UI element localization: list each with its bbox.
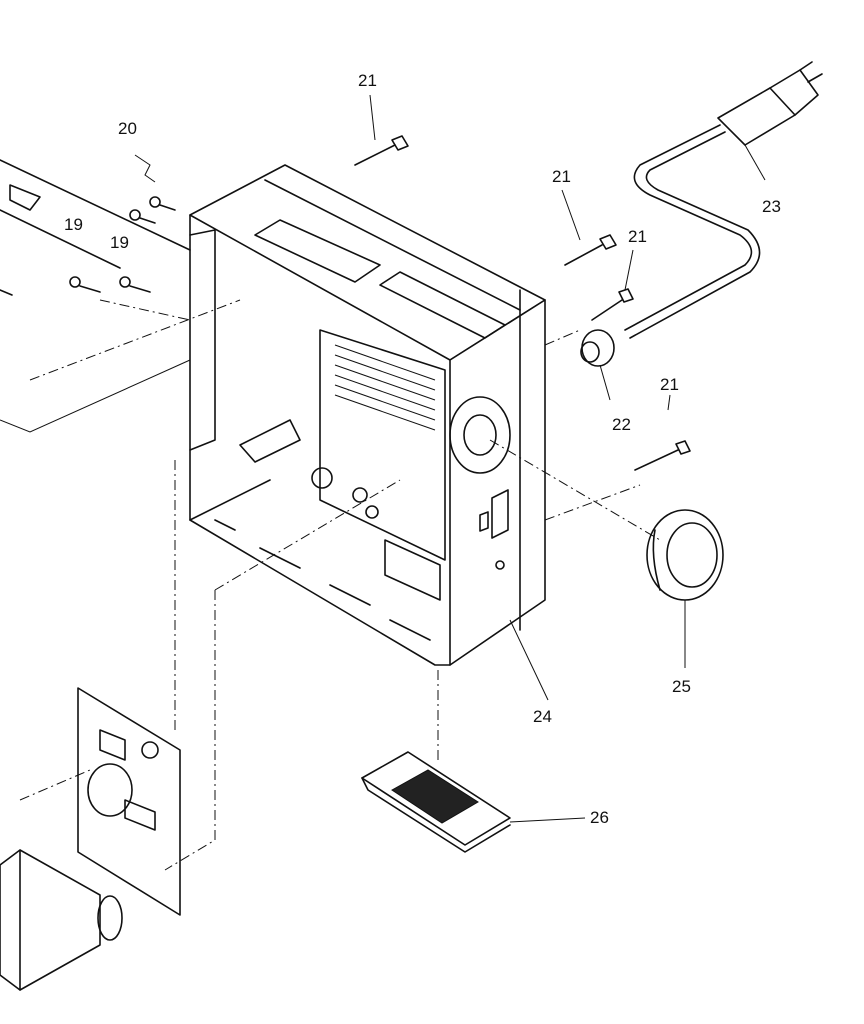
bolt-21-top: [354, 135, 409, 166]
bolt-21-lower: [634, 440, 691, 471]
power-cord-23: [624, 61, 823, 339]
bracket-26: [361, 751, 511, 853]
callout-26: 26: [590, 808, 609, 827]
callout-23: 23: [762, 197, 781, 216]
callout-19-left: 19: [64, 215, 83, 234]
callout-22: 22: [612, 415, 631, 434]
screws-19-20: [69, 154, 176, 293]
callout-21-mid: 21: [552, 167, 571, 186]
pcb-board: [77, 687, 181, 916]
bolt-21-right: [591, 288, 634, 321]
callout-labels: 21 20 19 19 21 21 23 21 22 25 24 26: [64, 71, 781, 827]
bolt-21-mid: [564, 234, 617, 266]
callout-21-right: 21: [628, 227, 647, 246]
alignment-lines: [19, 299, 661, 871]
grommet-22: [580, 329, 615, 367]
transformer: [0, 849, 123, 991]
callout-21-top: 21: [358, 71, 377, 90]
callout-24: 24: [533, 707, 552, 726]
left-partial-panel: [0, 159, 191, 433]
callout-25: 25: [672, 677, 691, 696]
ring-25: [646, 509, 724, 601]
cabinet-24: [189, 164, 546, 666]
leader-lines: [369, 94, 766, 823]
callout-21-lower: 21: [660, 375, 679, 394]
callout-19-mid: 19: [110, 233, 129, 252]
callout-20: 20: [118, 119, 137, 138]
